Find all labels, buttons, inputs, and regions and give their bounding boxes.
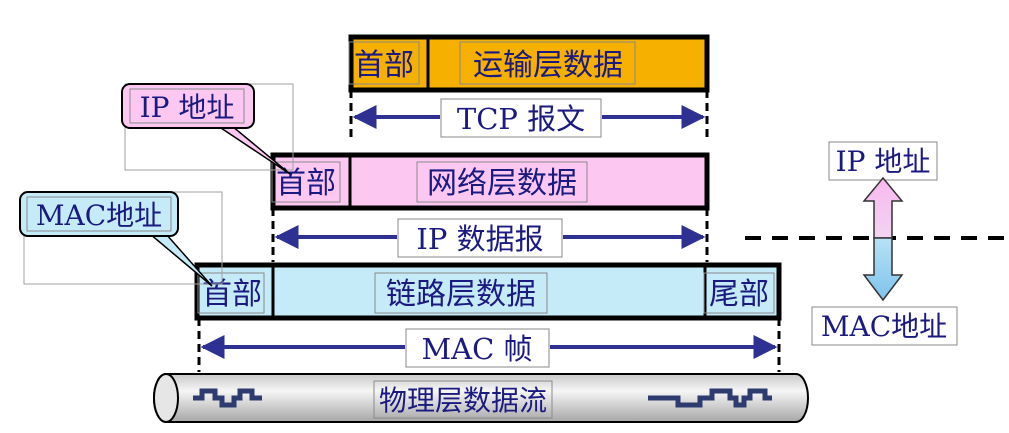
ip-callout-label: IP 地址: [140, 91, 235, 124]
physical-layer-pipe: 物理层数据流: [153, 373, 809, 423]
mac-address-callout: MAC地址: [19, 191, 223, 287]
transport-header-label-box: [348, 41, 420, 85]
physical-label-box: [373, 380, 553, 419]
pipe-end-cap: [153, 373, 179, 423]
link-trailer-label-box: [703, 272, 775, 314]
transport-segment: 首部 运输层数据: [348, 34, 710, 93]
ip-span-label-box: [397, 218, 563, 258]
network-data-label-box: [416, 161, 588, 203]
network-datagram: 首部 网络层数据: [270, 152, 710, 211]
tcp-segment-span: TCP 报文: [349, 90, 709, 140]
mac-callout-label: MAC地址: [36, 199, 162, 232]
link-trailer-label: 尾部: [709, 277, 769, 312]
side-ip-label: IP 地址: [836, 145, 931, 178]
ip-callout-label-box: [129, 88, 245, 124]
link-header-label-box: [197, 272, 265, 314]
ip-callout-bubble: [121, 83, 255, 129]
transport-header-label: 首部: [354, 48, 414, 83]
mac-callout-bubble: [19, 191, 179, 237]
ip-callout-pointer: [215, 125, 291, 175]
tcp-span-label-box: [440, 98, 602, 138]
network-data-label: 网络层数据: [427, 166, 577, 201]
mac-address-side: MAC地址: [811, 237, 958, 346]
up-arrow-icon: [862, 176, 904, 239]
ip-datagram-span: IP 数据报: [271, 208, 709, 262]
link-frame: 首部 链路层数据 尾部: [194, 262, 782, 321]
tcp-span-label: TCP 报文: [457, 102, 585, 136]
transport-data-label-box: [459, 41, 636, 85]
down-arrow-icon: [862, 237, 904, 302]
mac-span-label: MAC 帧: [421, 332, 532, 366]
network-datagram-box: [270, 152, 710, 211]
mac-frame-span: MAC 帧: [197, 318, 781, 372]
transport-segment-box: [348, 34, 710, 93]
link-data-label: 链路层数据: [386, 277, 536, 312]
mac-callout-label-box: [26, 196, 172, 232]
transport-data-label: 运输层数据: [473, 48, 623, 83]
mac-span-label-box: [405, 328, 550, 368]
link-data-label-box: [374, 272, 548, 314]
bitstream-signal-right: [648, 388, 772, 408]
ip-address-side: IP 地址: [828, 141, 938, 239]
physical-label: 物理层数据流: [379, 384, 547, 417]
link-frame-box: [194, 262, 782, 321]
side-mac-label-box: [811, 306, 958, 346]
bitstream-signal-left: [193, 388, 262, 408]
mac-callout-pointer: [147, 233, 213, 287]
link-header-label: 首部: [202, 277, 262, 312]
ip-address-callout: IP 地址: [121, 83, 294, 175]
network-header-label-box: [271, 161, 341, 203]
ip-span-label: IP 数据报: [416, 222, 543, 256]
side-mac-label: MAC地址: [821, 310, 947, 343]
